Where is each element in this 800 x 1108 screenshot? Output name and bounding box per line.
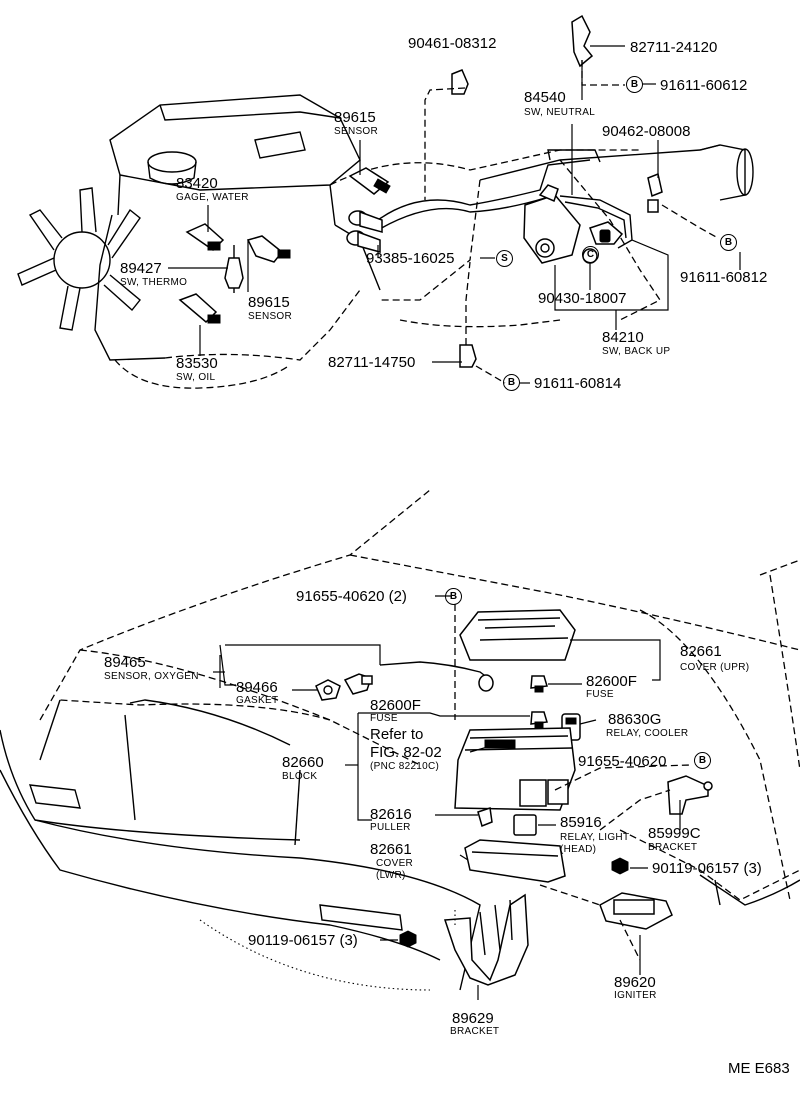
- callout-90461-08312[interactable]: 90461-08312: [408, 35, 497, 52]
- marker-b-badge: B: [445, 588, 462, 605]
- engine-outline: [17, 94, 754, 389]
- top-leader-lines: [168, 45, 741, 384]
- callout-90119-06157-right[interactable]: 90119-06157 (3): [652, 860, 762, 877]
- desc-sw-oil: SW, OIL: [176, 372, 216, 383]
- callout-83420[interactable]: 83420: [176, 175, 218, 192]
- desc-igniter: IGNITER: [614, 990, 657, 1001]
- callout-85916[interactable]: 85916: [560, 814, 602, 831]
- callout-82711-14750[interactable]: 82711-14750: [328, 354, 416, 371]
- callout-90119-06157-left[interactable]: 90119-06157 (3): [248, 932, 358, 949]
- marker-b-badge: B: [694, 752, 711, 769]
- callout-90462-08008[interactable]: 90462-08008: [602, 123, 691, 140]
- callout-82661-lower[interactable]: 82661: [370, 841, 412, 858]
- callout-91655-40620-2[interactable]: 91655-40620 (2): [296, 588, 407, 605]
- callout-89615-upper[interactable]: 89615: [334, 109, 376, 126]
- relay-block-parts: [315, 609, 713, 986]
- desc-gage-water: GAGE, WATER: [176, 192, 249, 203]
- marker-b-badge: B: [720, 234, 737, 251]
- desc-block: BLOCK: [282, 771, 318, 782]
- callout-89466[interactable]: 89466: [236, 679, 278, 696]
- bottom-leader-lines: [213, 595, 691, 1000]
- refer-fig-82-02-link[interactable]: FIG. 82-02: [370, 744, 442, 761]
- desc-bracket-85999c: BRACKET: [648, 842, 698, 853]
- desc-sensor-upper: SENSOR: [334, 126, 379, 137]
- callout-89629[interactable]: 89629: [452, 1010, 494, 1027]
- marker-b-badge: B: [503, 374, 520, 391]
- desc-relay-light-head: RELAY, LIGHT (HEAD): [560, 832, 630, 855]
- callout-83530[interactable]: 83530: [176, 355, 218, 372]
- callout-91611-60814[interactable]: 91611-60814: [534, 375, 622, 392]
- callout-89465[interactable]: 89465: [104, 654, 146, 671]
- marker-b-badge: B: [626, 76, 643, 93]
- desc-cover-lwr: COVER (LWR): [376, 858, 414, 881]
- callout-82616[interactable]: 82616: [370, 806, 412, 823]
- desc-fuse-middle: FUSE: [370, 713, 398, 724]
- callout-93385-16025[interactable]: 93385-16025: [366, 250, 455, 267]
- marker-s-badge: S: [496, 250, 513, 267]
- desc-cover-upr: COVER (UPR): [680, 662, 750, 673]
- callout-82661-upper[interactable]: 82661: [680, 643, 722, 660]
- callout-88630g[interactable]: 88630G: [608, 711, 662, 728]
- callout-85999c[interactable]: 85999C: [648, 825, 701, 842]
- desc-pnc-82210c: (PNC 82210C): [370, 761, 440, 772]
- callout-91611-60612[interactable]: 91611-60612: [660, 77, 748, 94]
- callout-89427[interactable]: 89427: [120, 260, 162, 277]
- desc-sw-neutral: SW, NEUTRAL: [524, 107, 596, 118]
- callout-89615-lower[interactable]: 89615: [248, 294, 290, 311]
- marker-c-badge: C: [582, 246, 599, 263]
- callout-82600f-right[interactable]: 82600F: [586, 673, 637, 690]
- desc-puller: PULLER: [370, 822, 411, 833]
- callout-84540[interactable]: 84540: [524, 89, 566, 106]
- car-body-outline: [0, 489, 800, 991]
- desc-relay-cooler: RELAY, COOLER: [606, 728, 689, 739]
- desc-gasket: GASKET: [236, 695, 279, 706]
- callout-90430-18007[interactable]: 90430-18007: [538, 290, 627, 307]
- callout-91611-60812[interactable]: 91611-60812: [680, 269, 768, 286]
- desc-bracket-89629: BRACKET: [450, 1026, 500, 1037]
- callout-82600f-middle[interactable]: 82600F: [370, 697, 421, 714]
- callout-82711-24120[interactable]: 82711-24120: [630, 39, 718, 56]
- engine-sensors: [178, 14, 663, 368]
- desc-sw-back-up: SW, BACK UP: [602, 346, 671, 357]
- desc-sensor-lower: SENSOR: [248, 311, 293, 322]
- wire-harness: [377, 149, 633, 249]
- desc-sw-thermo: SW, THERMO: [120, 277, 188, 288]
- callout-84210[interactable]: 84210: [602, 329, 644, 346]
- desc-fuse-right: FUSE: [586, 689, 614, 700]
- callout-91655-40620[interactable]: 91655-40620: [578, 753, 667, 770]
- desc-sensor-oxygen: SENSOR, OXYGEN: [104, 671, 199, 682]
- diagram-code: ME E683: [728, 1060, 790, 1077]
- callout-89620[interactable]: 89620: [614, 974, 656, 991]
- callout-82660[interactable]: 82660: [282, 754, 324, 771]
- refer-to-text: Refer to: [370, 726, 424, 743]
